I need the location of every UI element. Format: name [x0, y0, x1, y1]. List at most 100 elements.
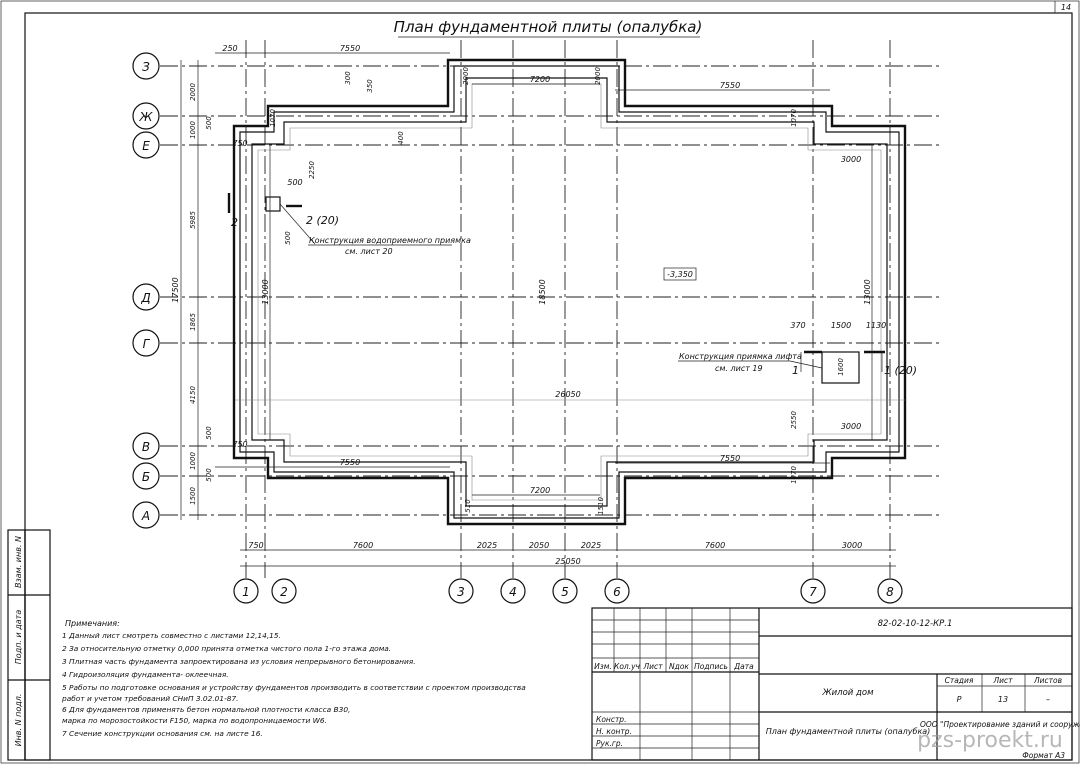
- column-axis-label: 7: [809, 585, 817, 599]
- svg-text:500: 500: [205, 116, 213, 130]
- svg-text:Н. контр.: Н. контр.: [596, 727, 632, 736]
- svg-text:Дата: Дата: [733, 662, 754, 671]
- svg-text:марка по морозостойкости F150,: марка по морозостойкости F150, марка по …: [62, 716, 327, 725]
- svg-text:1000: 1000: [189, 121, 197, 139]
- row-axis-markers: З Ж Е Д Г В Б А: [132, 52, 160, 529]
- title-block: Изм. Кол.уч Лист Nдок Подпись Дата Конст…: [591, 607, 1080, 761]
- bottom-dimensions: 750 7600 2025 2050 2025 7600 3000 25050: [240, 541, 896, 567]
- pit-cut-label: 2: [231, 216, 238, 229]
- column-axis-lines: [245, 40, 891, 578]
- top-dimensions: 250 7550 7200 7550 300 350 400 2000 1070…: [215, 44, 830, 145]
- row-axis-label: В: [142, 440, 150, 454]
- svg-text:3000: 3000: [841, 155, 861, 164]
- row-axis-label: З: [142, 60, 150, 74]
- svg-text:500: 500: [205, 426, 213, 440]
- column-axis-label: 6: [613, 585, 621, 599]
- svg-text:2 За относительную отметку 0,: 2 За относительную отметку 0,000 принята…: [62, 644, 391, 653]
- dim-vertical-inner-left: 13000: [261, 279, 270, 304]
- svg-text:7550: 7550: [340, 458, 360, 467]
- svg-text:1000: 1000: [189, 452, 197, 470]
- bottom-inner-dimensions: 7550 7550 7200 510 1510: [215, 454, 830, 515]
- svg-text:2550: 2550: [790, 411, 798, 429]
- svg-text:Жилой дом: Жилой дом: [821, 688, 874, 698]
- svg-text:7550: 7550: [720, 81, 740, 90]
- column-axis-label: 8: [886, 585, 894, 599]
- svg-text:Nдок: Nдок: [669, 662, 689, 671]
- svg-text:Рук.гр.: Рук.гр.: [596, 739, 623, 748]
- side-stamp: Взам. инв. N Подп. и дата Инв. N подл.: [7, 529, 51, 761]
- svg-text:82-02-10-12-КР.1: 82-02-10-12-КР.1: [878, 619, 953, 629]
- svg-text:2050: 2050: [529, 541, 549, 550]
- svg-text:7600: 7600: [353, 541, 373, 550]
- row-axis-label: Б: [142, 470, 150, 484]
- lift-cut-label: 1: [792, 364, 799, 377]
- svg-text:510: 510: [464, 499, 472, 513]
- svg-text:1865: 1865: [189, 313, 197, 331]
- svg-text:1070: 1070: [790, 466, 798, 484]
- left-dimensions: 17500 2000 1000 5985 1865 4150 1000 1500…: [171, 60, 248, 520]
- svg-text:7550: 7550: [340, 44, 360, 53]
- svg-text:Лист: Лист: [642, 662, 663, 671]
- svg-text:500: 500: [284, 231, 292, 245]
- svg-text:3000: 3000: [842, 541, 862, 550]
- svg-text:5 Работы по подготовке основа: 5 Работы по подготовке основания и устро…: [62, 683, 526, 692]
- svg-text:2025: 2025: [477, 541, 497, 550]
- svg-text:7600: 7600: [705, 541, 725, 550]
- svg-text:13: 13: [998, 695, 1008, 704]
- sheet-number: 14: [1061, 3, 1071, 12]
- row-axis-label: Д: [140, 291, 150, 305]
- svg-text:2000: 2000: [462, 67, 470, 85]
- right-dimensions: 3000 3000 2550 1070 1070 370 1500 1130 1…: [790, 109, 886, 484]
- svg-text:2250: 2250: [308, 161, 316, 179]
- svg-text:7550: 7550: [720, 454, 740, 463]
- svg-text:Листов: Листов: [1033, 676, 1062, 685]
- svg-text:1500: 1500: [831, 321, 851, 330]
- row-axis-label: Е: [142, 139, 150, 153]
- elevation-box: [663, 267, 697, 281]
- svg-text:5985: 5985: [189, 211, 197, 229]
- column-axis-label: 4: [509, 585, 517, 599]
- drawing-frame: [24, 12, 1073, 761]
- row-axis-label: Г: [143, 337, 151, 351]
- notes: Примечания: 1 Данный лист смотреть совме…: [61, 619, 526, 738]
- svg-text:2025: 2025: [581, 541, 601, 550]
- column-axis-label: 1: [242, 585, 250, 599]
- svg-text:350: 350: [366, 79, 374, 93]
- svg-text:7200: 7200: [530, 486, 550, 495]
- svg-text:–: –: [1046, 695, 1050, 704]
- svg-text:17500: 17500: [171, 277, 180, 302]
- pit-ref: см. лист 20: [345, 247, 393, 256]
- svg-text:1070: 1070: [269, 109, 277, 127]
- row-axis-label: Ж: [139, 110, 154, 124]
- svg-text:750: 750: [232, 139, 247, 148]
- svg-text:13000: 13000: [863, 279, 872, 304]
- svg-text:4150: 4150: [189, 386, 197, 404]
- svg-text:7 Сечение конструкции основан: 7 Сечение конструкции основания см. на л…: [62, 729, 263, 738]
- svg-text:работ и учетом требований СНиП: работ и учетом требований СНиП 3.02.01-8…: [61, 694, 239, 703]
- svg-text:1500: 1500: [189, 487, 197, 505]
- svg-text:4 Гидроизоляция фундамента- о: 4 Гидроизоляция фундамента- оклеечная.: [62, 670, 229, 679]
- svg-text:300: 300: [344, 71, 352, 85]
- column-axis-label: 3: [457, 585, 465, 599]
- lift-section-label: 1 (20): [884, 364, 917, 377]
- watermark: pzs-proekt.ru: [917, 728, 1063, 753]
- svg-text:370: 370: [790, 321, 805, 330]
- elevation-mark: -3,350: [667, 270, 693, 279]
- svg-text:Стадия: Стадия: [945, 676, 974, 685]
- svg-text:Подп. и дата: Подп. и дата: [14, 610, 23, 665]
- water-pit: 2 2 (20) Конструкция водоприемного приям…: [227, 193, 471, 256]
- svg-text:1510: 1510: [597, 497, 605, 515]
- svg-text:25050: 25050: [555, 557, 580, 566]
- drawing-title: План фундаментной плиты (опалубка): [394, 18, 703, 36]
- lift-label: Конструкция приямка лифта: [679, 352, 802, 361]
- svg-text:Инв. N подл.: Инв. N подл.: [14, 694, 23, 747]
- svg-text:1070: 1070: [790, 109, 798, 127]
- svg-text:750: 750: [248, 541, 263, 550]
- lift-ref: см. лист 19: [715, 364, 763, 373]
- row-axis-lines: [160, 65, 940, 516]
- svg-text:400: 400: [397, 131, 405, 145]
- svg-text:Р: Р: [957, 695, 962, 704]
- svg-text:2000: 2000: [594, 67, 602, 85]
